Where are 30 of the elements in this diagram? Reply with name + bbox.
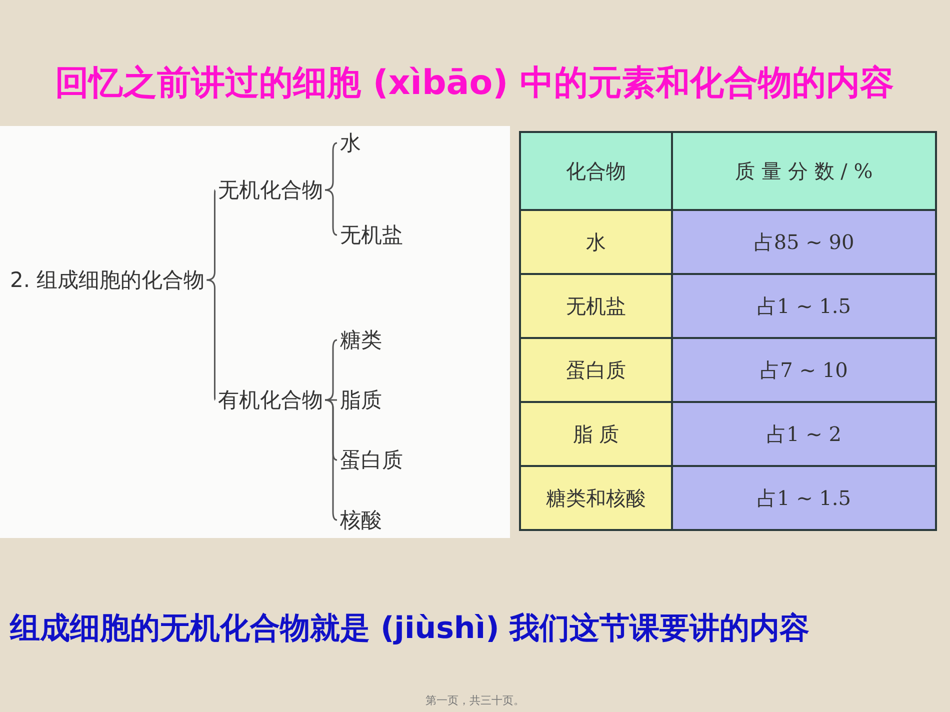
brace-line xyxy=(324,399,338,521)
page-footer: 第一页，共三十页。 xyxy=(0,693,950,708)
item-label: 脂质 xyxy=(340,387,382,413)
table-cell: 蛋白质 xyxy=(520,338,672,402)
brace-line xyxy=(324,339,338,401)
category-label: 无机化合物 xyxy=(218,177,323,203)
table-cell: 水 xyxy=(520,210,672,274)
table-header-cell: 化合物 xyxy=(520,132,672,210)
brace-line xyxy=(324,142,338,191)
category-label: 有机化合物 xyxy=(218,387,323,413)
item-label: 糖类 xyxy=(340,327,382,353)
table-header-cell: 质 量 分 数 / % xyxy=(672,132,936,210)
item-label: 无机盐 xyxy=(340,222,403,248)
table-cell: 占85 ~ 90 xyxy=(672,210,936,274)
table-cell: 占1 ~ 1.5 xyxy=(672,466,936,530)
table-cell: 占1 ~ 1.5 xyxy=(672,274,936,338)
item-label: 核酸 xyxy=(340,507,382,533)
table-cell: 占1 ~ 2 xyxy=(672,402,936,466)
table-cell: 占7 ~ 10 xyxy=(672,338,936,402)
brace-line xyxy=(324,189,338,236)
table-cell: 糖类和核酸 xyxy=(520,466,672,530)
summary-text: 组成细胞的无机化合物就是 (jiùshì) 我们这节课要讲的内容 xyxy=(10,610,810,648)
brace-line xyxy=(206,190,216,281)
item-label: 蛋白质 xyxy=(340,447,403,473)
item-label: 水 xyxy=(340,130,361,156)
table-cell: 无机盐 xyxy=(520,274,672,338)
brace-line xyxy=(206,279,216,400)
tree-root-label: 2. 组成细胞的化合物 xyxy=(10,267,205,293)
table-cell: 脂 质 xyxy=(520,402,672,466)
title: 回忆之前讲过的细胞 (xìbāo) 中的元素和化合物的内容 xyxy=(55,62,895,105)
